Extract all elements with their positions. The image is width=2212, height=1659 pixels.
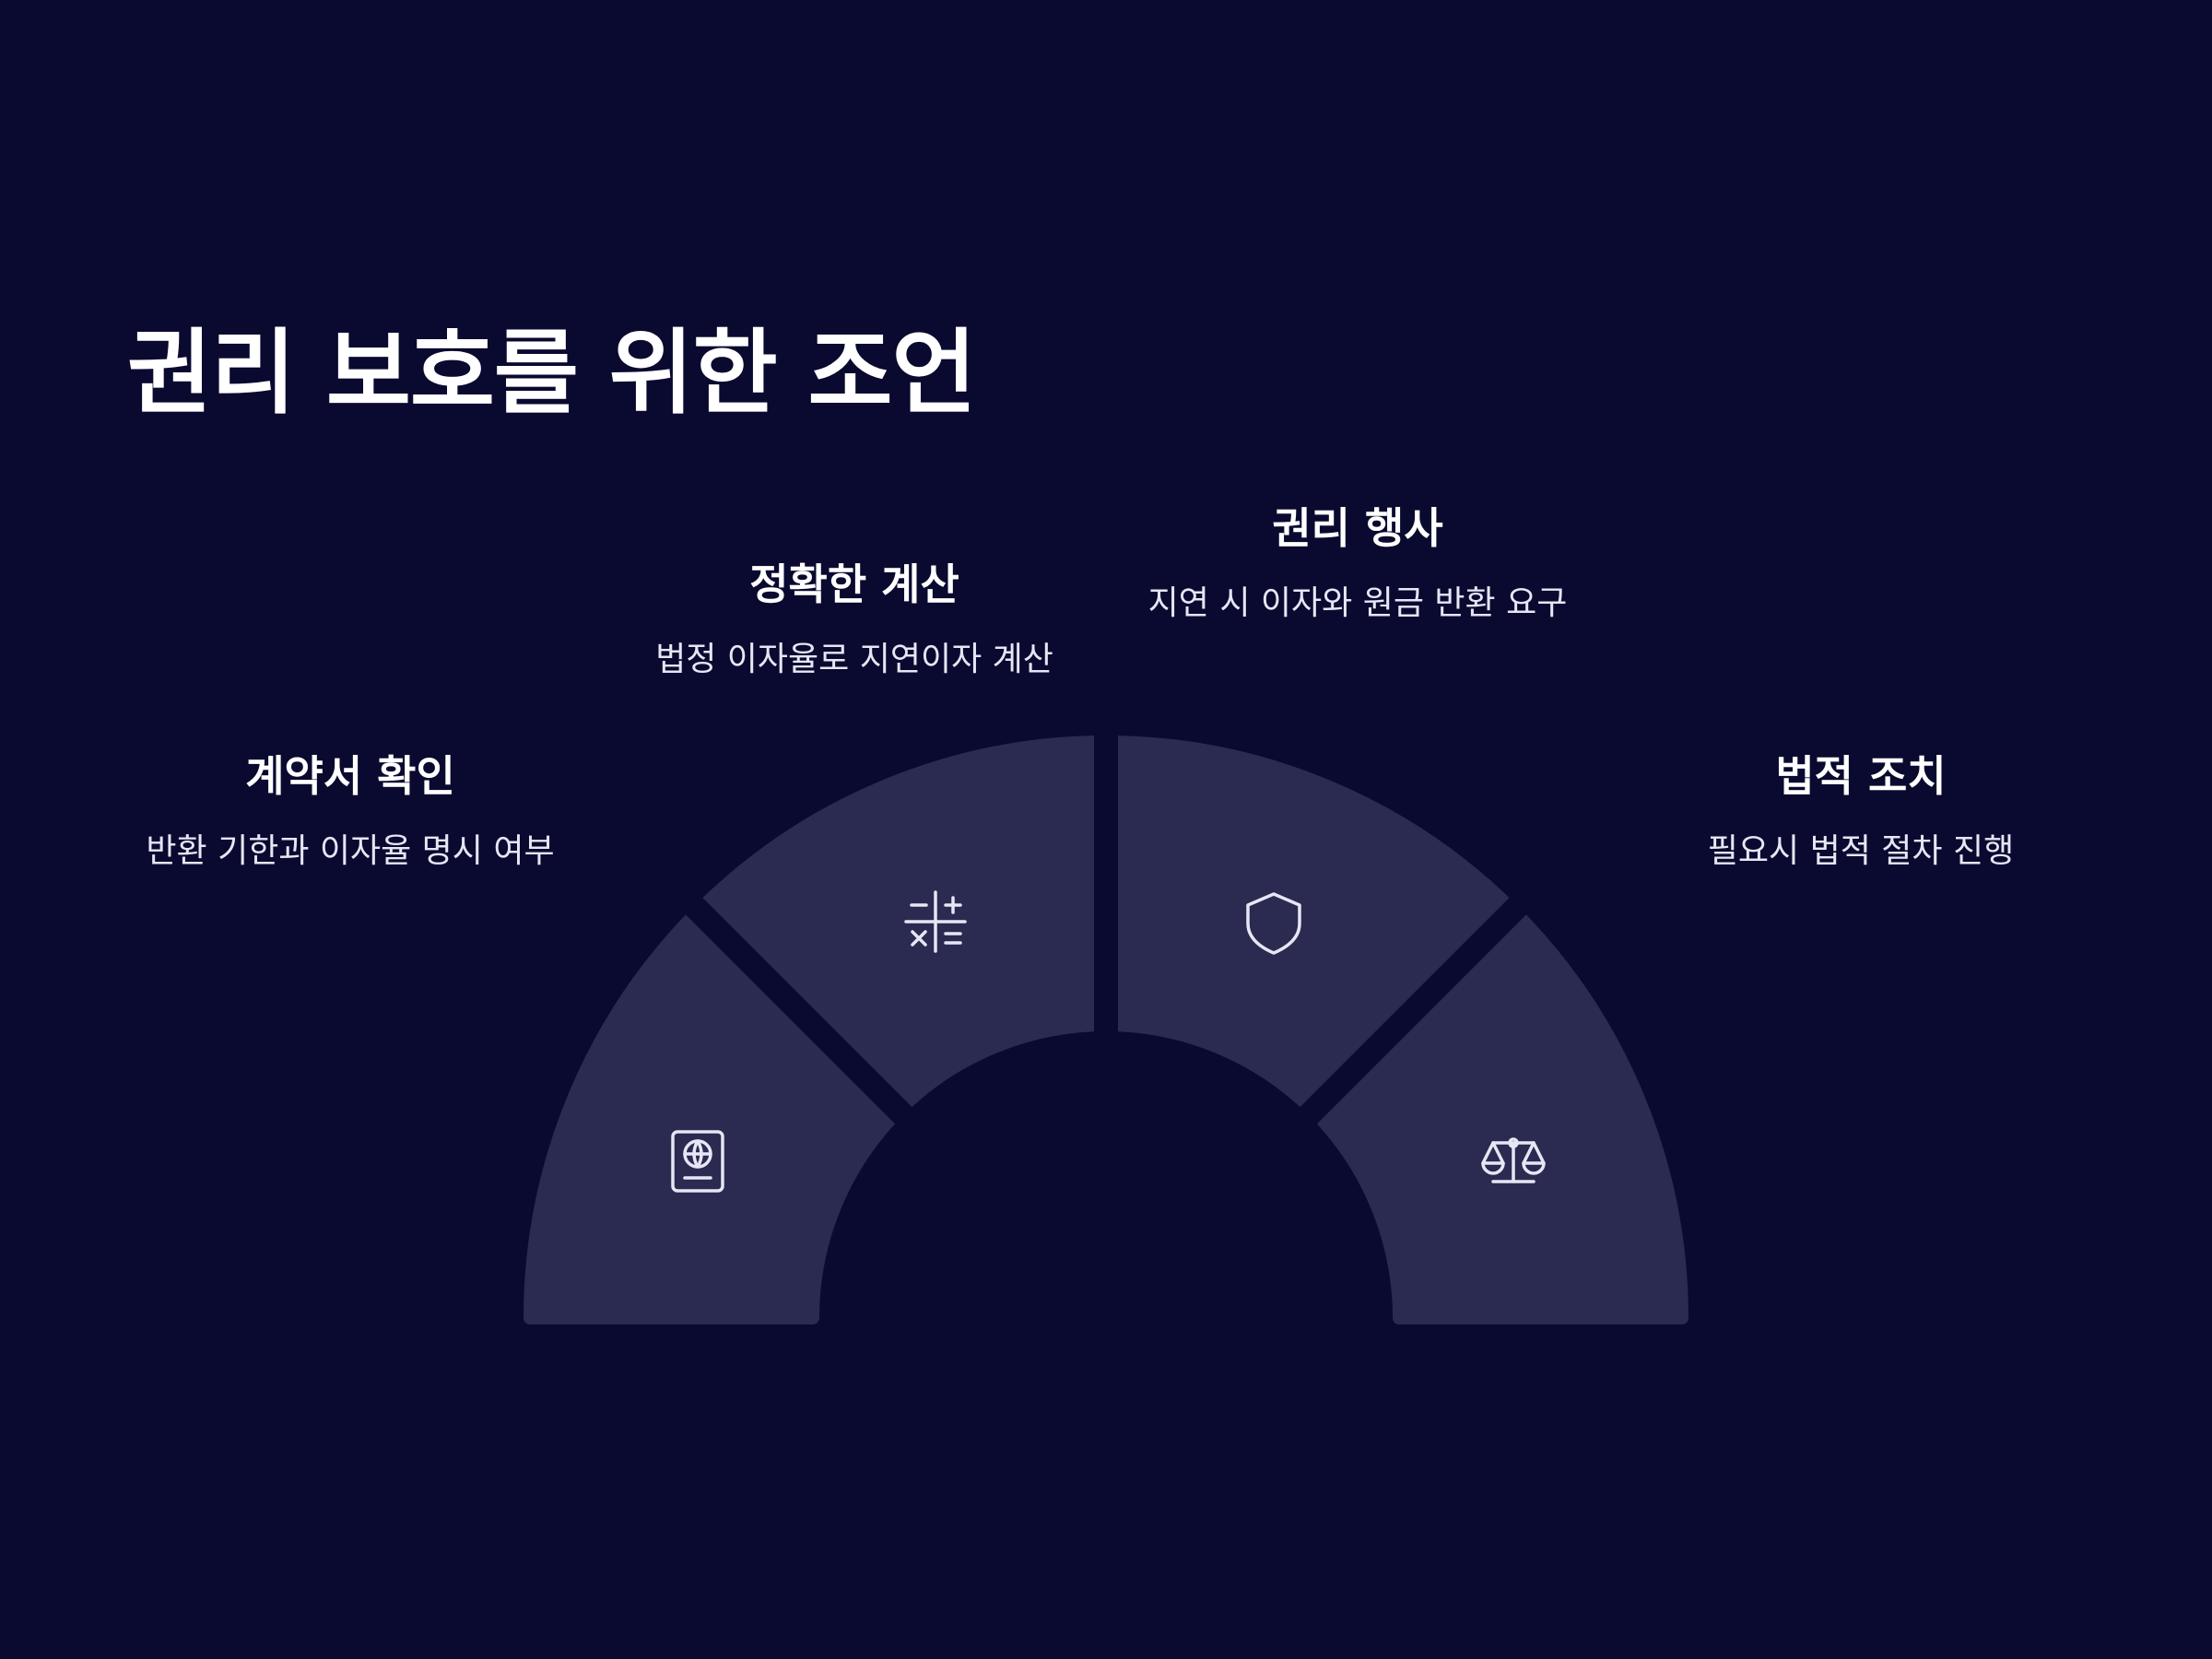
scales-icon xyxy=(1481,1137,1546,1183)
step-description: 반환 기한과 이자율 명시 여부 xyxy=(146,832,555,870)
segment-rights xyxy=(1100,735,1520,1118)
segment-contract xyxy=(524,904,906,1324)
segment-separator xyxy=(1285,882,1542,1139)
step-heading: 계약서 확인 xyxy=(245,751,455,801)
segment-legal xyxy=(1306,904,1688,1324)
step-heading: 권리 행사 xyxy=(1272,503,1443,553)
step-heading: 정확한 계산 xyxy=(749,559,959,609)
shield-icon xyxy=(1246,892,1301,955)
segment-calculation xyxy=(692,735,1112,1118)
step-label-legal: 법적 조치 필요시 법적 절차 진행 xyxy=(1603,747,2119,879)
step-label-calculation: 정확한 계산 법정 이자율로 지연이자 계산 xyxy=(596,555,1112,688)
calculator-icon xyxy=(904,890,967,953)
step-description: 지연 시 이자와 원금 반환 요구 xyxy=(1147,584,1568,622)
step-description: 법정 이자율로 지연이자 계산 xyxy=(655,641,1053,678)
step-description: 필요시 법적 절차 진행 xyxy=(1707,832,2015,870)
passport-icon xyxy=(671,1130,724,1193)
step-label-rights: 권리 행사 지연 시 이자와 원금 반환 요구 xyxy=(1136,499,1579,631)
step-heading: 법적 조치 xyxy=(1775,751,1947,801)
page-title: 권리 보호를 위한 조언 xyxy=(127,319,976,427)
segment-separator xyxy=(670,882,927,1139)
step-label-contract: 계약서 확인 반환 기한과 이자율 명시 여부 xyxy=(92,747,608,879)
